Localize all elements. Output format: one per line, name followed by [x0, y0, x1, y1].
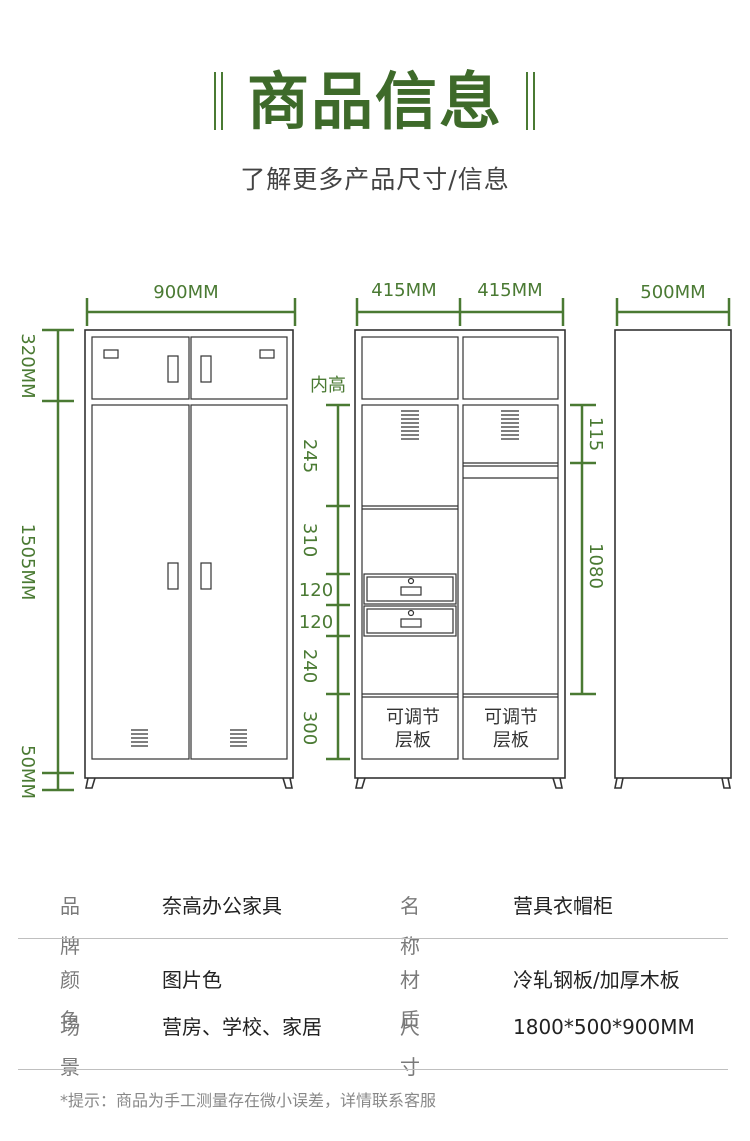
- drawer-label-slot-left: [103, 349, 119, 359]
- vent-right: [230, 729, 247, 747]
- handle-door-right: [200, 562, 212, 590]
- shelf-text-left-2: 层板: [395, 730, 431, 751]
- dim-1080: 1080: [585, 543, 606, 589]
- inner-height-label: 内高: [310, 375, 346, 396]
- spec-key-brand: 品牌: [60, 894, 80, 958]
- spec-value-brand: 奈高办公家具: [162, 894, 282, 918]
- inside-vent-left: [401, 410, 419, 440]
- front-foot-height-label: 50MM: [17, 745, 38, 799]
- page-title: 商品信息: [246, 65, 503, 138]
- title-block: 商品信息: [0, 62, 750, 142]
- front-top-height-label: 320MM: [17, 333, 38, 398]
- spec-key-size: 尺寸: [400, 1015, 420, 1079]
- spec-divider-2: [18, 1069, 728, 1070]
- handle-top-right: [200, 355, 212, 383]
- inside-left-width-label: 415MM: [371, 280, 436, 301]
- drawer-label-slot-right: [259, 349, 275, 359]
- handle-door-left: [167, 562, 179, 590]
- cabinet-diagram: .o { fill: none; stroke: #333; stroke-wi…: [17, 280, 732, 799]
- title-right-bars: [524, 72, 538, 130]
- dim-120-upper: 120: [299, 580, 333, 601]
- dim-310: 310: [299, 523, 320, 557]
- spec-key-color: 颜色: [60, 968, 80, 1032]
- measurement-note: *提示：商品为手工测量存在微小误差，详情联系客服: [60, 1091, 437, 1110]
- inside-vent-right: [501, 410, 519, 440]
- spec-value-material: 冷轧钢板/加厚木板: [513, 968, 680, 992]
- handle-top-left: [167, 355, 179, 383]
- front-body-height-label: 1505MM: [17, 524, 38, 601]
- dim-120-lower: 120: [299, 612, 333, 633]
- inside-view: 415MM 415MM: [299, 280, 606, 789]
- spec-value-color: 图片色: [162, 968, 222, 992]
- vent-left: [131, 729, 148, 747]
- spec-value-size: 1800*500*900MM: [513, 1015, 695, 1039]
- spec-key-name: 名称: [400, 894, 420, 958]
- dim-300: 300: [299, 711, 320, 745]
- inside-right-width-label: 415MM: [477, 280, 542, 301]
- shelf-text-right-1: 可调节: [484, 707, 538, 728]
- spec-key-scene: 场景: [60, 1015, 80, 1079]
- page-subtitle: 了解更多产品尺寸/信息: [240, 165, 510, 194]
- spec-divider-1: [18, 938, 728, 939]
- front-view: 900MM 320MM 1505MM 50MM: [17, 282, 297, 799]
- title-left-bars: [212, 72, 226, 130]
- front-width-label: 900MM: [153, 282, 218, 303]
- spec-value-scene: 营房、学校、家居: [162, 1015, 322, 1039]
- side-depth-label: 500MM: [640, 282, 705, 303]
- dim-245: 245: [299, 439, 320, 473]
- shelf-text-left-1: 可调节: [386, 707, 440, 728]
- dim-115: 115: [585, 417, 606, 451]
- spec-key-material: 材质: [400, 968, 420, 1032]
- dim-240: 240: [299, 649, 320, 683]
- drawer-lower: [363, 605, 457, 637]
- spec-value-name: 营具衣帽柜: [513, 894, 613, 918]
- drawer-upper: [363, 573, 457, 605]
- shelf-text-right-2: 层板: [493, 730, 529, 751]
- side-view: 500MM: [614, 282, 732, 789]
